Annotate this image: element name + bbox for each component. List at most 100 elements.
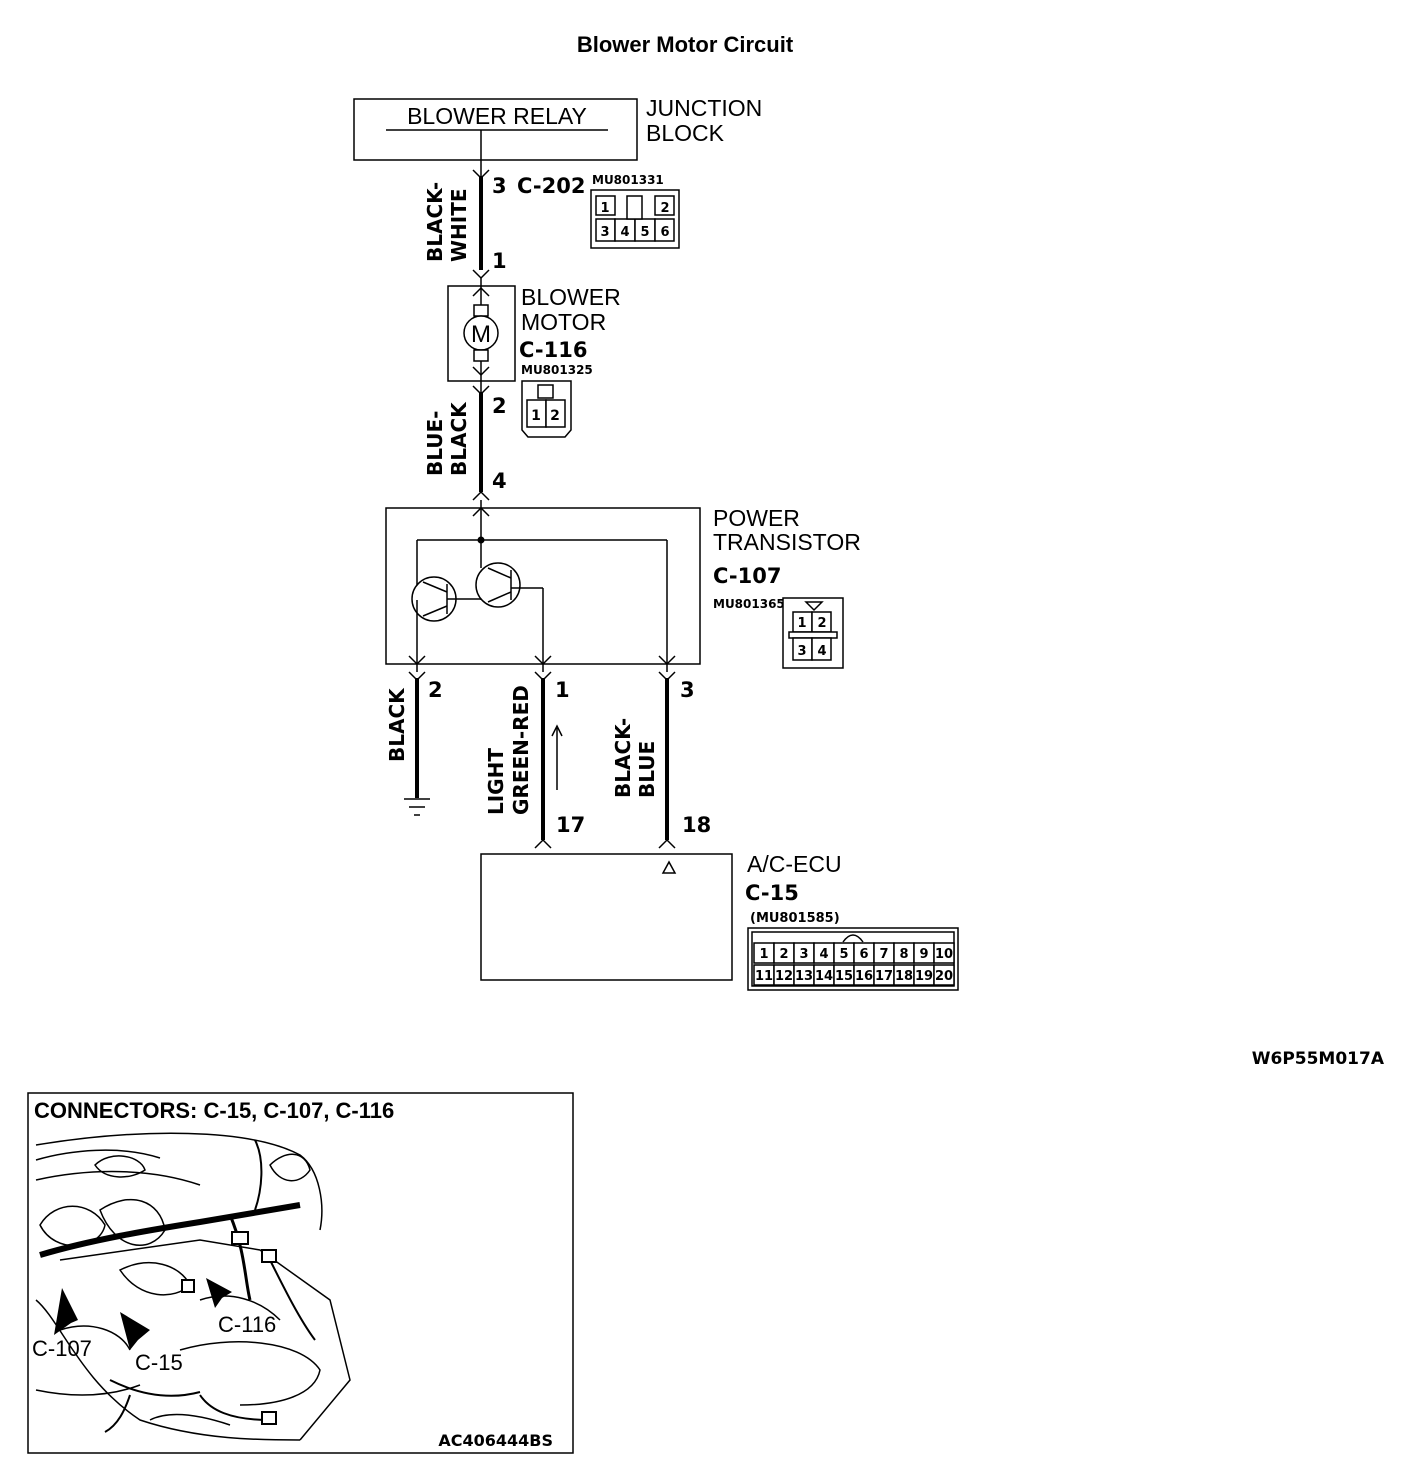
c15-pin-label: 14 <box>815 969 833 984</box>
c202-pin-3: 3 <box>492 174 507 198</box>
connector-chevron <box>472 385 490 396</box>
inset-code: AC406444BS <box>438 1431 553 1450</box>
c116-pin-2: 2 <box>492 394 507 418</box>
connector-chevron <box>534 838 552 849</box>
power-transistor-label-1: POWER <box>713 505 800 531</box>
wire-color-black-blue-1: BLACK- <box>611 718 635 798</box>
c202-connector-label: C-202 <box>517 174 585 198</box>
wire-color-black-white-1: BLACK- <box>423 182 447 262</box>
transistor-symbol <box>475 562 521 608</box>
inset-label-c107: C-107 <box>32 1336 92 1361</box>
c15-pin-label: 1 <box>759 947 768 962</box>
blower-relay-label: BLOWER RELAY <box>407 103 587 129</box>
wire-color-blue-black-1: BLUE- <box>423 411 447 476</box>
connector-chevron <box>472 490 490 501</box>
c107-pin-label: 3 <box>797 644 806 659</box>
wire-color-light-green-red-2: GREEN-RED <box>509 685 533 815</box>
c15-pin-label: 6 <box>859 947 868 962</box>
c202-pin-1: 1 <box>492 249 507 273</box>
c15-pin-label: 8 <box>899 947 908 962</box>
inset-label-c116: C-116 <box>218 1312 276 1337</box>
c15-pin-label: 10 <box>935 947 953 962</box>
c202-pin-label: 5 <box>640 225 649 240</box>
c116-pin-label: 2 <box>550 408 560 424</box>
signal-arrow-head <box>551 724 563 737</box>
c107-key <box>804 601 824 612</box>
inset-label-c15: C-15 <box>135 1350 183 1375</box>
diagram-code: W6P55M017A <box>1252 1049 1385 1069</box>
c107-latch <box>788 631 838 639</box>
connector-chevron <box>658 655 676 666</box>
c15-pin-label: 19 <box>915 969 933 984</box>
c202-pin-cell <box>595 195 616 216</box>
c15-pin-label: 18 <box>895 969 913 984</box>
c202-key <box>626 195 643 220</box>
c15-pin-17: 17 <box>556 813 585 837</box>
c15-pin-label: 20 <box>935 969 953 984</box>
c107-connector-label: C-107 <box>713 564 781 588</box>
transistor-emitter <box>422 605 448 617</box>
transistor-emitter <box>487 591 512 603</box>
connector-chevron <box>472 269 490 280</box>
c202-pin-cell <box>654 195 675 216</box>
c15-pin-label: 4 <box>819 947 828 962</box>
inset-title: CONNECTORS: C-15, C-107, C-116 <box>34 1098 394 1123</box>
motor-brush <box>473 349 489 362</box>
c107-pin-label: 1 <box>797 616 806 631</box>
c15-pin-label: 3 <box>799 947 808 962</box>
c15-key <box>842 934 864 943</box>
c202-pin-cell <box>654 218 675 242</box>
c202-pin-label: 6 <box>660 225 669 240</box>
wire-color-black-blue-2: BLUE <box>635 741 659 798</box>
connector-chevron <box>534 655 552 666</box>
ac-ecu-box <box>480 853 733 981</box>
c202-pin-label: 2 <box>660 201 669 216</box>
c202-pin-label: 4 <box>620 225 629 240</box>
blower-motor-label-1: BLOWER <box>521 284 621 310</box>
c202-pin-label: 1 <box>600 201 609 216</box>
c202-part-number: MU801331 <box>592 173 664 187</box>
junction-block-label-1: JUNCTION <box>646 95 762 121</box>
c107-pin-label: 4 <box>817 644 826 659</box>
c116-connector-label: C-116 <box>519 338 587 362</box>
c15-pin-18: 18 <box>682 813 711 837</box>
wire-harness <box>39 1139 316 1433</box>
connector-chevron <box>658 838 676 849</box>
c15-pin-label: 15 <box>835 969 853 984</box>
c107-pin-1: 1 <box>555 678 570 702</box>
c116-key <box>537 384 554 399</box>
diagram-title: Blower Motor Circuit <box>577 32 794 57</box>
c107-pin-4: 4 <box>492 469 507 493</box>
c107-pin-3: 3 <box>680 678 695 702</box>
c15-pin-label: 9 <box>919 947 928 962</box>
c15-connector-label: C-15 <box>745 881 799 905</box>
c15-pin-label: 17 <box>875 969 893 984</box>
c116-part-number: MU801325 <box>521 363 593 377</box>
c15-pin-label: 5 <box>839 947 848 962</box>
connector-chevron <box>408 655 426 666</box>
c107-pointer-arrow <box>54 1288 78 1335</box>
c15-pointer-arrow <box>120 1312 150 1350</box>
c116-pin-label: 1 <box>531 408 541 424</box>
c15-pin-label: 11 <box>755 969 773 984</box>
power-transistor-label-2: TRANSISTOR <box>713 529 861 555</box>
c107-part-number: MU801365 <box>713 597 785 611</box>
blower-motor-label-2: MOTOR <box>521 309 606 335</box>
wire-color-black: BLACK <box>385 687 409 762</box>
connector-chevron <box>472 286 490 297</box>
connector-chevron <box>472 169 490 180</box>
connector-chevron <box>472 366 490 377</box>
c15-pin-label: 13 <box>795 969 813 984</box>
c15-pin-label: 12 <box>775 969 793 984</box>
c15-part-number: (MU801585) <box>750 911 840 926</box>
transistor-collector <box>422 581 448 593</box>
motor-brush <box>473 304 489 317</box>
c15-pin-cell <box>933 942 955 964</box>
inset-frame <box>27 1092 574 1454</box>
c116-pointer-arrow <box>206 1278 232 1308</box>
wire-color-black-white-2: WHITE <box>447 188 471 262</box>
c107-pin-2: 2 <box>428 678 443 702</box>
c107-pin-label: 2 <box>817 616 826 631</box>
